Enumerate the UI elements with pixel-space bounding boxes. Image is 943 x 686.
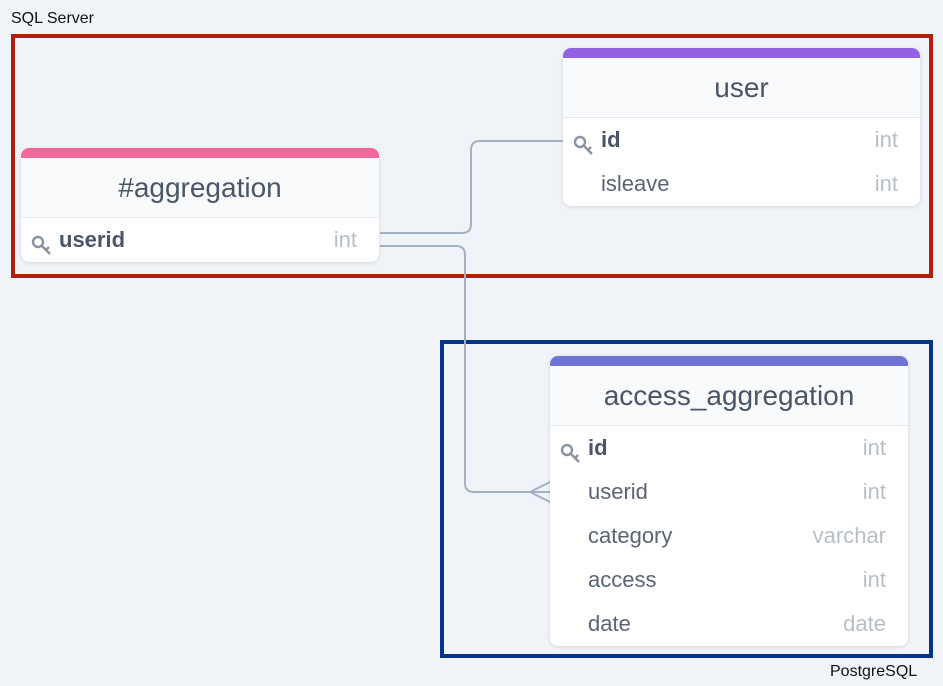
field-row-date[interactable]: date date xyxy=(550,602,908,646)
table-access-aggregation[interactable]: access_aggregation id int userid int cat… xyxy=(550,356,908,646)
field-row-userid[interactable]: userid int xyxy=(550,470,908,514)
relation-aggregation-user xyxy=(380,140,563,234)
field-type: date xyxy=(843,611,886,636)
table-title: user xyxy=(563,58,920,118)
region-sql-server xyxy=(11,34,933,278)
field-type: int xyxy=(874,171,898,196)
table-accent-bar xyxy=(563,48,920,58)
key-icon xyxy=(559,436,585,463)
table-title: #aggregation xyxy=(21,158,379,218)
field-name: isleave xyxy=(601,171,670,196)
key-icon xyxy=(572,128,598,155)
key-icon xyxy=(30,228,56,255)
field-type: int xyxy=(862,435,886,460)
field-name: userid xyxy=(588,479,648,504)
field-row-isleave[interactable]: isleave int xyxy=(563,162,920,206)
field-name: date xyxy=(588,611,631,636)
region-label-postgresql: PostgreSQL xyxy=(830,663,918,680)
field-name: id xyxy=(588,435,608,460)
relation-aggregation-access-aggregation xyxy=(380,245,550,493)
field-name: id xyxy=(601,127,621,152)
field-row-access[interactable]: access int xyxy=(550,558,908,602)
table-title: access_aggregation xyxy=(550,366,908,426)
field-row-id[interactable]: id int xyxy=(550,426,908,470)
table-accent-bar xyxy=(550,356,908,366)
table-accent-bar xyxy=(21,148,379,158)
field-row-category[interactable]: category varchar xyxy=(550,514,908,558)
field-type: int xyxy=(862,479,886,504)
region-postgresql xyxy=(440,340,933,658)
field-name: userid xyxy=(59,227,126,252)
field-name: access xyxy=(588,567,657,592)
field-name: category xyxy=(588,523,673,548)
field-row-userid[interactable]: userid int xyxy=(21,218,379,262)
table-user[interactable]: user id int isleave int xyxy=(563,48,920,206)
table-aggregation[interactable]: #aggregation userid int xyxy=(21,148,379,262)
field-type: varchar xyxy=(812,523,886,548)
crowfoot-marker xyxy=(529,481,551,503)
region-label-sql-server: SQL Server xyxy=(11,10,94,27)
field-type: int xyxy=(333,227,357,252)
field-type: int xyxy=(862,567,886,592)
field-row-id[interactable]: id int xyxy=(563,118,920,162)
field-type: int xyxy=(874,127,898,152)
